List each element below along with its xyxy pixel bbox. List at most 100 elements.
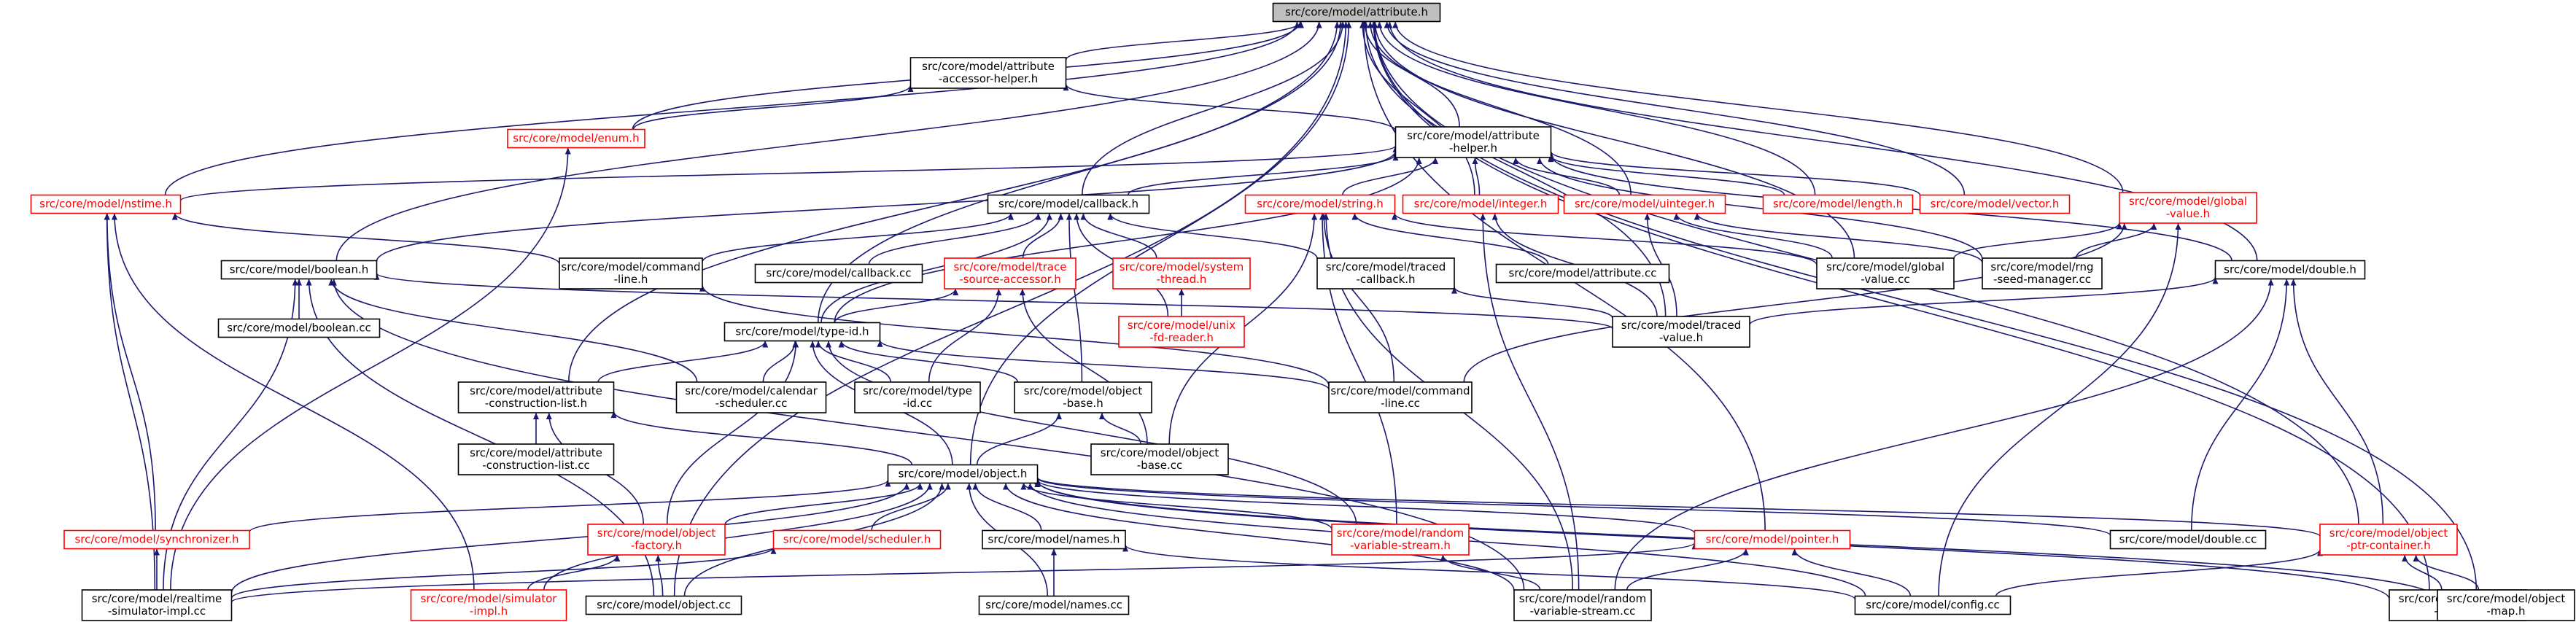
node-label: src/core/model/object — [1024, 384, 1143, 397]
node-label: src/core/model/global — [2129, 195, 2247, 208]
node-random-variable-stream-cc[interactable]: src/core/model/random-variable-stream.cc — [1513, 589, 1652, 621]
node-box — [1919, 194, 2071, 214]
node-object-factory[interactable]: src/core/model/object-factory.h — [587, 524, 726, 556]
node-label: -variable-stream.h — [1350, 539, 1451, 552]
edge — [1463, 222, 2125, 383]
edge — [666, 341, 797, 525]
node-rng-seed-manager[interactable]: src/core/model/rng-seed-manager.cc — [1982, 257, 2103, 289]
node-integer-h[interactable]: src/core/model/integer.h — [1402, 194, 1559, 214]
node-type-id-h[interactable]: src/core/model/type-id.h — [723, 322, 881, 342]
node-label: src/core/model/scheduler.h — [783, 533, 931, 546]
edge — [1362, 21, 1475, 195]
node-boolean-cc[interactable]: src/core/model/boolean.cc — [217, 318, 381, 338]
node-system-thread[interactable]: src/core/model/system-thread.h — [1112, 257, 1251, 289]
edge — [174, 213, 560, 265]
nodes-layer: src/core/model/attribute.h src/core/model… — [30, 2, 2575, 621]
node-label: -construction-list.h — [485, 397, 587, 410]
node-command-line-cc[interactable]: src/core/model/command-line.cc — [1328, 381, 1473, 413]
node-label: -thread.h — [1157, 273, 1207, 286]
node-box — [1495, 263, 1670, 284]
edge-arrowhead — [1694, 213, 1700, 220]
node-label: src/core/model/enum.h — [513, 132, 639, 145]
edge-arrowhead — [1537, 158, 1543, 164]
node-scheduler-h[interactable]: src/core/model/scheduler.h — [772, 529, 942, 550]
node-attribute-construction-list-h[interactable]: src/core/model/attribute-construction-li… — [457, 381, 615, 413]
node-object-base-cc[interactable]: src/core/model/object-base.cc — [1090, 443, 1229, 475]
node-nstime-h[interactable]: src/core/model/nstime.h — [30, 194, 182, 214]
edge-arrowhead — [614, 555, 621, 561]
node-label: src/core/model/length.h — [1773, 198, 1903, 211]
edge — [1354, 213, 1549, 265]
node-box — [410, 589, 567, 621]
node-object-base-h[interactable]: src/core/model/object-base.h — [1014, 381, 1152, 413]
node-box — [1118, 316, 1245, 348]
edge — [1068, 213, 1083, 383]
node-simulator-impl[interactable]: src/core/model/simulator-impl.h — [410, 589, 567, 621]
node-object-map[interactable]: src/core/model/object-map.h — [2437, 589, 2575, 621]
edge — [1082, 213, 1157, 259]
node-label: src/core/model/attribute.cc — [1509, 267, 1657, 280]
node-label: src/core/model/simulator — [421, 592, 558, 605]
node-calendar-scheduler[interactable]: src/core/model/calendar-scheduler.cc — [675, 381, 827, 413]
node-enum-h[interactable]: src/core/model/enum.h — [507, 128, 645, 149]
edge-arrowhead — [1416, 158, 1422, 164]
edge-arrowhead — [111, 213, 117, 220]
node-unix-fd-reader[interactable]: src/core/model/unix-fd-reader.h — [1118, 316, 1245, 348]
edge — [1675, 213, 1833, 259]
node-object-cc[interactable]: src/core/model/object.cc — [585, 595, 742, 615]
node-label: src/core/model/double.cc — [2119, 533, 2257, 546]
node-label: -impl.h — [470, 604, 508, 618]
node-string-h[interactable]: src/core/model/string.h — [1244, 194, 1396, 214]
edge — [1614, 279, 2272, 591]
node-accessor-helper[interactable]: src/core/model/attribute-accessor-helper… — [909, 57, 1067, 89]
node-pointer-h[interactable]: src/core/model/pointer.h — [1694, 529, 1851, 550]
node-vector-h[interactable]: src/core/model/vector.h — [1919, 194, 2071, 214]
node-synchronizer-h[interactable]: src/core/model/synchronizer.h — [63, 529, 250, 550]
node-callback-cc[interactable]: src/core/model/callback.cc — [754, 263, 923, 284]
node-box — [1762, 194, 1914, 214]
node-double-h[interactable]: src/core/model/double.h — [2214, 260, 2366, 280]
node-label: src/core/model/pointer.h — [1706, 533, 1839, 546]
node-double-cc[interactable]: src/core/model/double.cc — [2109, 529, 2267, 550]
node-attribute-cc[interactable]: src/core/model/attribute.cc — [1495, 263, 1670, 284]
edge — [376, 150, 1397, 262]
node-type-id-cc[interactable]: src/core/model/type-id.cc — [854, 381, 981, 413]
node-boolean-h[interactable]: src/core/model/boolean.h — [220, 260, 378, 280]
node-global-value-cc[interactable]: src/core/model/global-value.cc — [1816, 257, 1955, 289]
node-attribute-h[interactable]: src/core/model/attribute.h — [1272, 2, 1441, 23]
node-realtime-simulator-impl[interactable]: src/core/model/realtime-simulator-impl.c… — [81, 589, 233, 621]
edge — [1125, 544, 1856, 600]
node-attribute-helper[interactable]: src/core/model/attribute-helper.h — [1394, 126, 1552, 158]
edge-arrowhead — [1451, 287, 1457, 294]
node-attribute-construction-list-cc[interactable]: src/core/model/attribute-construction-li… — [457, 443, 615, 475]
node-names-h[interactable]: src/core/model/names.h — [982, 529, 1126, 550]
node-traced-value[interactable]: src/core/model/traced-value.h — [1612, 316, 1750, 348]
node-names-cc[interactable]: src/core/model/names.cc — [978, 595, 1130, 615]
node-callback-h[interactable]: src/core/model/callback.h — [987, 194, 1150, 214]
node-box — [1244, 194, 1396, 214]
edge-arrowhead — [1035, 213, 1041, 220]
node-box — [2214, 260, 2366, 280]
edge — [632, 85, 912, 130]
node-label: src/core/model/vector.h — [1931, 198, 2060, 211]
node-random-variable-stream-h[interactable]: src/core/model/random-variable-stream.h — [1331, 524, 1470, 556]
node-command-line-h[interactable]: src/core/model/command-line.h — [559, 257, 703, 289]
edge-arrowhead — [1020, 483, 1027, 490]
node-uinteger-h[interactable]: src/core/model/uinteger.h — [1563, 194, 1726, 214]
node-box — [1090, 443, 1229, 475]
node-config-cc[interactable]: src/core/model/config.cc — [1854, 595, 2011, 615]
node-label: src/core/model/realtime — [92, 592, 222, 605]
edge-arrowhead — [306, 279, 312, 286]
node-trace-source-accessor[interactable]: src/core/model/trace-source-accessor.h — [944, 257, 1076, 289]
node-object-h[interactable]: src/core/model/object.h — [887, 464, 1039, 484]
node-object-ptr-container[interactable]: src/core/model/object-ptr-container.h — [2319, 524, 2458, 556]
node-label: -line.h — [614, 273, 648, 286]
edge — [1369, 21, 1632, 195]
edge — [974, 483, 1042, 531]
edge — [597, 341, 767, 383]
edge — [1373, 21, 2430, 591]
node-global-value-h[interactable]: src/core/model/global-value.h — [2119, 192, 2257, 224]
node-length-h[interactable]: src/core/model/length.h — [1762, 194, 1914, 214]
edge-arrowhead — [1008, 213, 1015, 220]
node-traced-callback[interactable]: src/core/model/traced-callback.h — [1316, 257, 1455, 289]
